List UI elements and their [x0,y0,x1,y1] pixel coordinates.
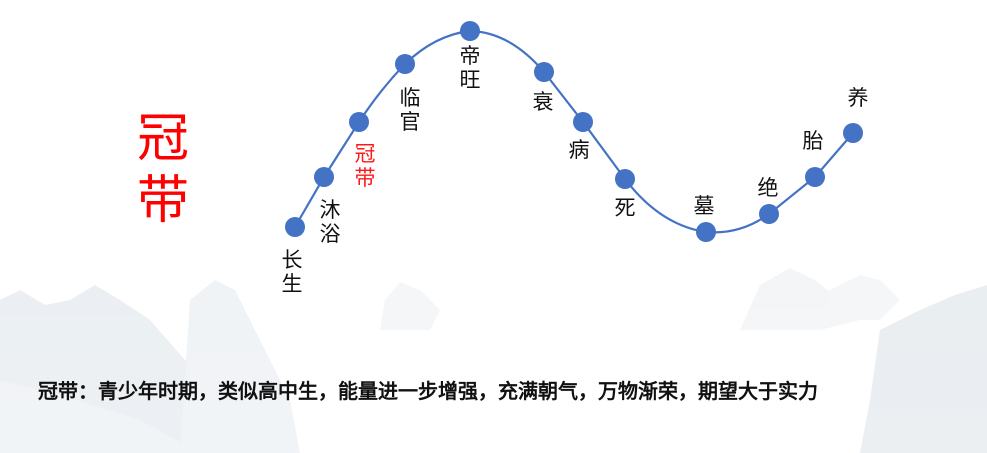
stage-label-char: 胎 [802,129,824,153]
stage-label-char: 沐 [319,198,341,222]
stage-label-char: 帝 [459,44,481,68]
stage-dot [805,167,825,187]
stage-label: 墓 [691,194,717,218]
stage-dot [843,123,863,143]
stage-dot [534,62,554,82]
stage-label: 长生 [279,248,305,296]
stage-title: 冠 带 [133,108,193,232]
stage-label-char: 临 [399,86,421,110]
stage-label-char: 衰 [532,90,554,114]
stage-label-char: 官 [399,110,421,134]
stage-label-char: 长 [281,248,303,272]
stage-label-char: 旺 [459,68,481,92]
stage-label-char: 养 [847,86,869,110]
stage-label: 衰 [530,90,556,114]
stage-label: 养 [845,86,871,110]
title-char: 带 [136,171,189,231]
stage-dot [395,54,415,74]
sine-curve-line [294,29,854,234]
stage-dot [759,204,779,224]
stage-label-char: 死 [614,196,636,220]
stage-dot [314,167,334,187]
stage-dot [696,222,716,242]
stage-label-char: 生 [281,272,303,296]
stage-label-char: 墓 [693,194,715,218]
stage-dot [285,217,305,237]
stage-label: 沐浴 [317,198,343,246]
stage-label: 胎 [800,129,826,153]
stage-label-char: 浴 [319,222,341,246]
stage-dot [573,112,593,132]
stage-dot [615,169,635,189]
stage-label-char: 带 [354,166,376,190]
stage-label: 死 [612,196,638,220]
stage-label: 帝旺 [457,44,483,92]
stage-label: 冠带 [352,142,378,190]
stage-label-char: 冠 [354,142,376,166]
stage-description: 冠带：青少年时期，类似高中生，能量进一步增强，充满朝气，万物渐荣，期望大于实力 [38,379,818,403]
stage-label-char: 绝 [757,176,779,200]
stage-dot [349,112,369,132]
stage-label: 绝 [755,176,781,200]
stage-label: 临官 [397,86,423,134]
title-char: 冠 [136,109,189,169]
stage-label: 病 [566,138,592,162]
stage-label-char: 病 [568,138,590,162]
stage-dot [460,21,480,41]
